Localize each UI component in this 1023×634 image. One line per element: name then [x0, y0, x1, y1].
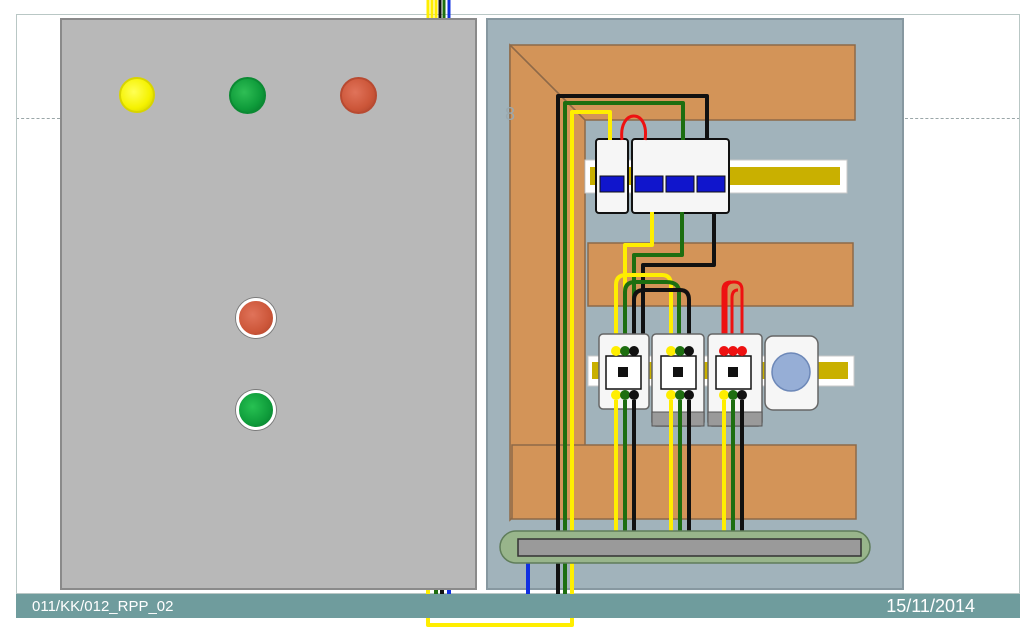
terminal-strip — [499, 530, 871, 564]
load-wires — [614, 400, 744, 540]
guide-line-right — [905, 118, 1020, 119]
pole-1-switch-icon — [634, 175, 664, 193]
breaker-bridge-wire — [620, 114, 647, 141]
guide-line-left — [16, 118, 60, 119]
pole-2-switch-icon — [665, 175, 695, 193]
timer-dial-icon — [771, 352, 811, 392]
yellow-indicator-lamp — [119, 77, 155, 113]
terminal-bar — [517, 538, 862, 557]
slide-frame — [16, 14, 1020, 594]
bottom-wire-duct — [511, 444, 857, 520]
footer-document-code: 011/KK/012_RPP_02 — [32, 598, 174, 615]
start-push-button[interactable] — [236, 390, 276, 430]
green-indicator-lamp — [229, 77, 266, 114]
red-indicator-lamp — [340, 77, 377, 114]
terminal-dots — [611, 346, 747, 400]
footer-bar — [16, 594, 1020, 618]
stop-push-button[interactable] — [236, 298, 276, 338]
breaker-switch-icon — [599, 175, 625, 193]
circuit-breaker-group — [595, 114, 730, 214]
panel-mark-label: 8 — [505, 104, 516, 124]
pole-3-switch-icon — [696, 175, 726, 193]
footer-date: 15/11/2014 — [886, 596, 975, 616]
